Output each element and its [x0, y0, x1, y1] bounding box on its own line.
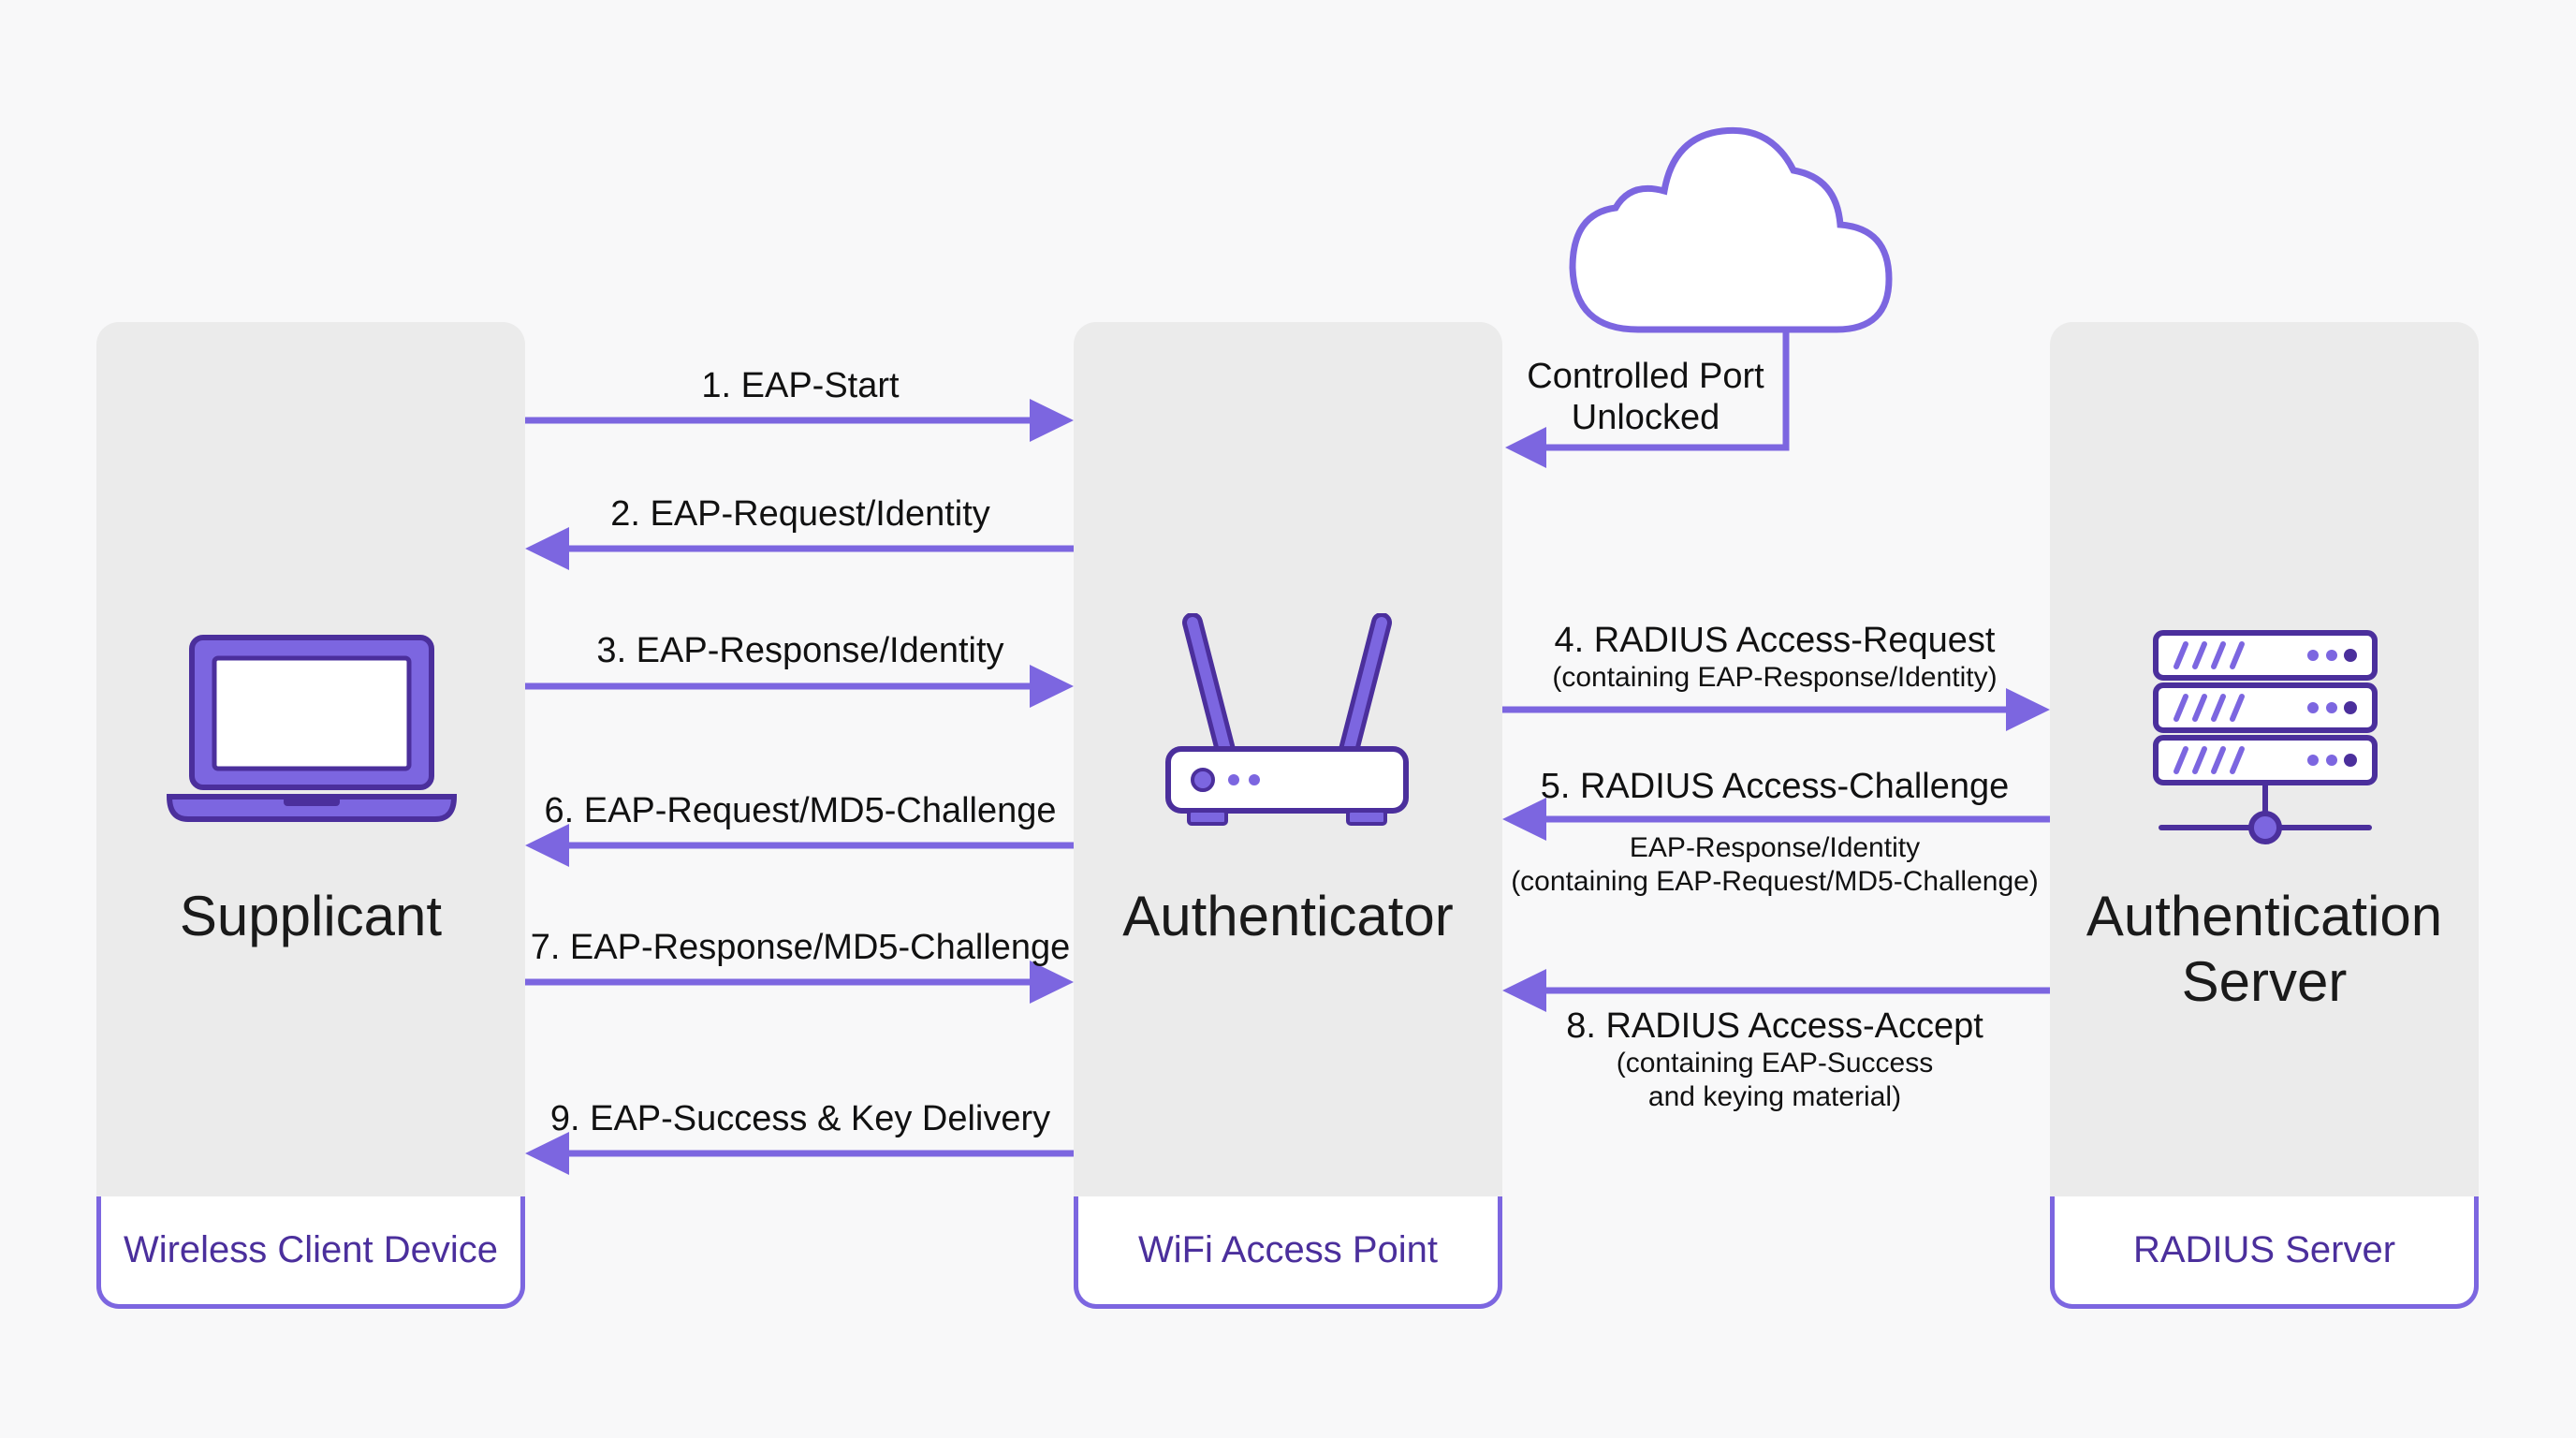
msg-7-label: 7. EAP-Response/MD5-Challenge — [530, 928, 1071, 967]
supplicant-title: Supplicant — [179, 885, 443, 947]
msg-9-label: 9. EAP-Success & Key Delivery — [549, 1099, 1051, 1138]
supplicant-column: Supplicant Wireless Client Device — [96, 322, 525, 1309]
cloud-label-line2: Unlocked — [1571, 398, 1720, 437]
cloud-icon — [1569, 126, 1893, 333]
msg-1-label: 1. EAP-Start — [701, 366, 900, 405]
cloud-label-line1: Controlled Port — [1527, 357, 1764, 396]
server-footer-label: RADIUS Server — [2132, 1229, 2396, 1270]
authenticator-footer-label: WiFi Access Point — [1137, 1229, 1439, 1270]
server-footer: RADIUS Server — [2050, 1196, 2479, 1309]
server-icon — [2153, 630, 2378, 844]
msg-6-label: 6. EAP-Request/MD5-Challenge — [544, 791, 1057, 830]
msg-4-sub: (containing EAP-Response/Identity) — [1552, 662, 1998, 693]
msg-2-label: 2. EAP-Request/Identity — [610, 494, 990, 534]
authenticator-column: Authenticator WiFi Access Point — [1074, 322, 1502, 1309]
msg-8-sub1: (containing EAP-Success — [1616, 1048, 1934, 1078]
supplicant-footer: Wireless Client Device — [96, 1196, 525, 1309]
msg-8-sub2: and keying material) — [1647, 1081, 1902, 1112]
router-icon — [1165, 613, 1409, 826]
msg-4-label: 4. RADIUS Access-Request — [1554, 621, 1996, 660]
authenticator-footer: WiFi Access Point — [1074, 1196, 1502, 1309]
server-title-line1: Authentication — [2086, 885, 2443, 947]
msg-5-label: 5. RADIUS Access-Challenge — [1540, 767, 2010, 806]
laptop-icon — [166, 635, 458, 822]
msg-3-label: 3. EAP-Response/Identity — [596, 631, 1004, 670]
server-title-line2: Server — [2181, 950, 2348, 1013]
msg-5-sub1: EAP-Response/Identity — [1629, 832, 1921, 863]
msg-8-label: 8. RADIUS Access-Accept — [1566, 1006, 1983, 1046]
authenticator-title: Authenticator — [1122, 885, 1454, 947]
msg-5-sub2: (containing EAP-Request/MD5-Challenge) — [1511, 866, 2039, 897]
supplicant-footer-label: Wireless Client Device — [123, 1229, 499, 1270]
